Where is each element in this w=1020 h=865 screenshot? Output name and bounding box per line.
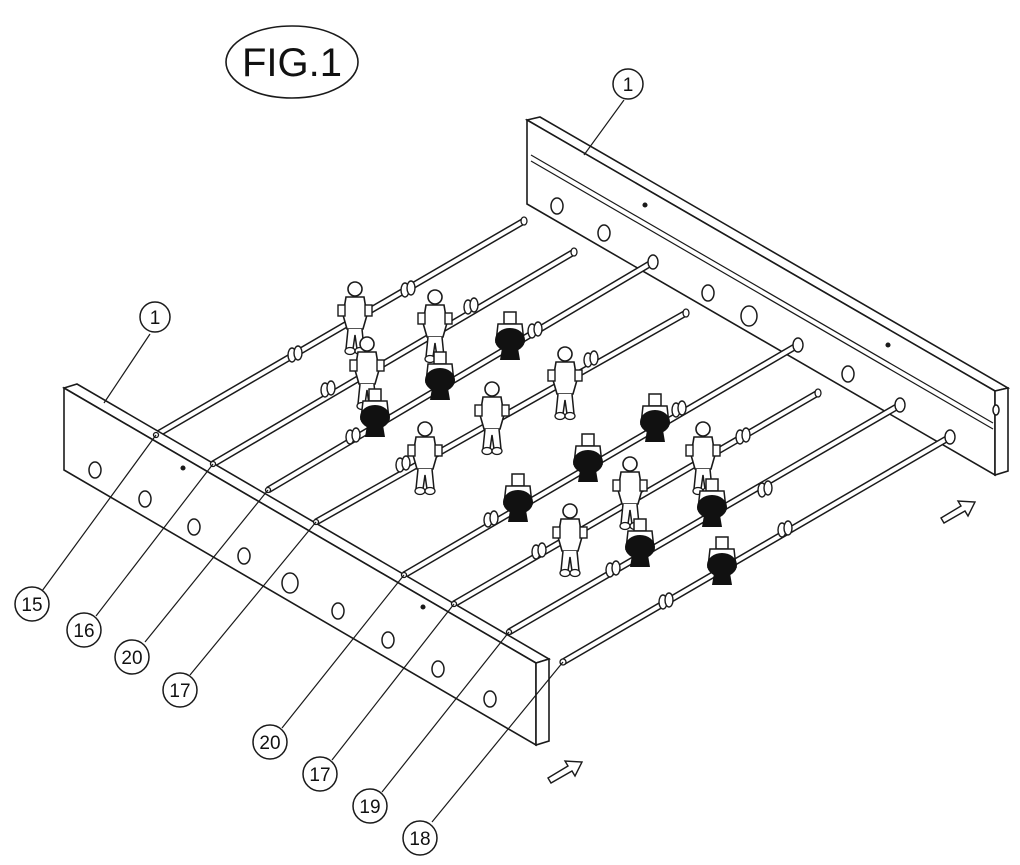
callout-rod-18: 18 bbox=[402, 820, 438, 856]
callout-rod-17-lower: 17 bbox=[302, 756, 338, 792]
player-figure bbox=[474, 381, 510, 456]
side-panel-right-edge bbox=[994, 386, 1009, 477]
side-panel-right-groove-a bbox=[530, 154, 994, 424]
callout-rod-20-upper: 20 bbox=[114, 639, 150, 675]
figure-title-group: FIG.1 bbox=[225, 25, 359, 99]
side-panel-left bbox=[62, 383, 567, 747]
callout-rod-17-upper: 17 bbox=[162, 672, 198, 708]
side-panel-right-top bbox=[524, 116, 1011, 392]
side-panel-left-holes bbox=[88, 461, 497, 708]
side-panel-right bbox=[524, 116, 1011, 477]
player-figure bbox=[552, 503, 588, 578]
svg-text:1: 1 bbox=[150, 308, 161, 329]
callout-side-panel-right: 1 bbox=[612, 68, 644, 100]
leader-lines bbox=[41, 99, 625, 823]
svg-text:1: 1 bbox=[623, 75, 634, 96]
svg-text:20: 20 bbox=[259, 733, 280, 754]
callout-rod-15: 15 bbox=[14, 586, 50, 622]
side-panel-right-groove-b bbox=[530, 160, 994, 430]
svg-text:17: 17 bbox=[309, 765, 330, 786]
callout-side-panel-left: 1 bbox=[139, 301, 171, 333]
rod-15 bbox=[154, 216, 528, 439]
svg-text:20: 20 bbox=[121, 648, 142, 669]
rod-18 bbox=[561, 429, 956, 666]
svg-text:18: 18 bbox=[409, 829, 430, 850]
side-panel-left-top bbox=[62, 383, 551, 664]
player-figure bbox=[547, 346, 583, 421]
side-panel-left-edge bbox=[535, 657, 550, 747]
svg-text:16: 16 bbox=[73, 621, 94, 642]
figure-title: FIG.1 bbox=[242, 41, 342, 85]
callout-rod-19: 19 bbox=[352, 788, 388, 824]
svg-text:19: 19 bbox=[359, 797, 380, 818]
figure-title-oval bbox=[225, 25, 359, 99]
rod-set bbox=[154, 216, 956, 666]
side-panel-right-holes bbox=[550, 197, 1000, 416]
svg-text:17: 17 bbox=[169, 681, 190, 702]
callout-rod-16: 16 bbox=[66, 612, 102, 648]
rod-16 bbox=[211, 247, 578, 468]
player-figure bbox=[407, 421, 443, 496]
callout-rod-20-lower: 20 bbox=[252, 724, 288, 760]
arrow-icon bbox=[547, 500, 977, 784]
svg-text:15: 15 bbox=[21, 595, 42, 616]
rod-20-upper bbox=[266, 254, 659, 494]
